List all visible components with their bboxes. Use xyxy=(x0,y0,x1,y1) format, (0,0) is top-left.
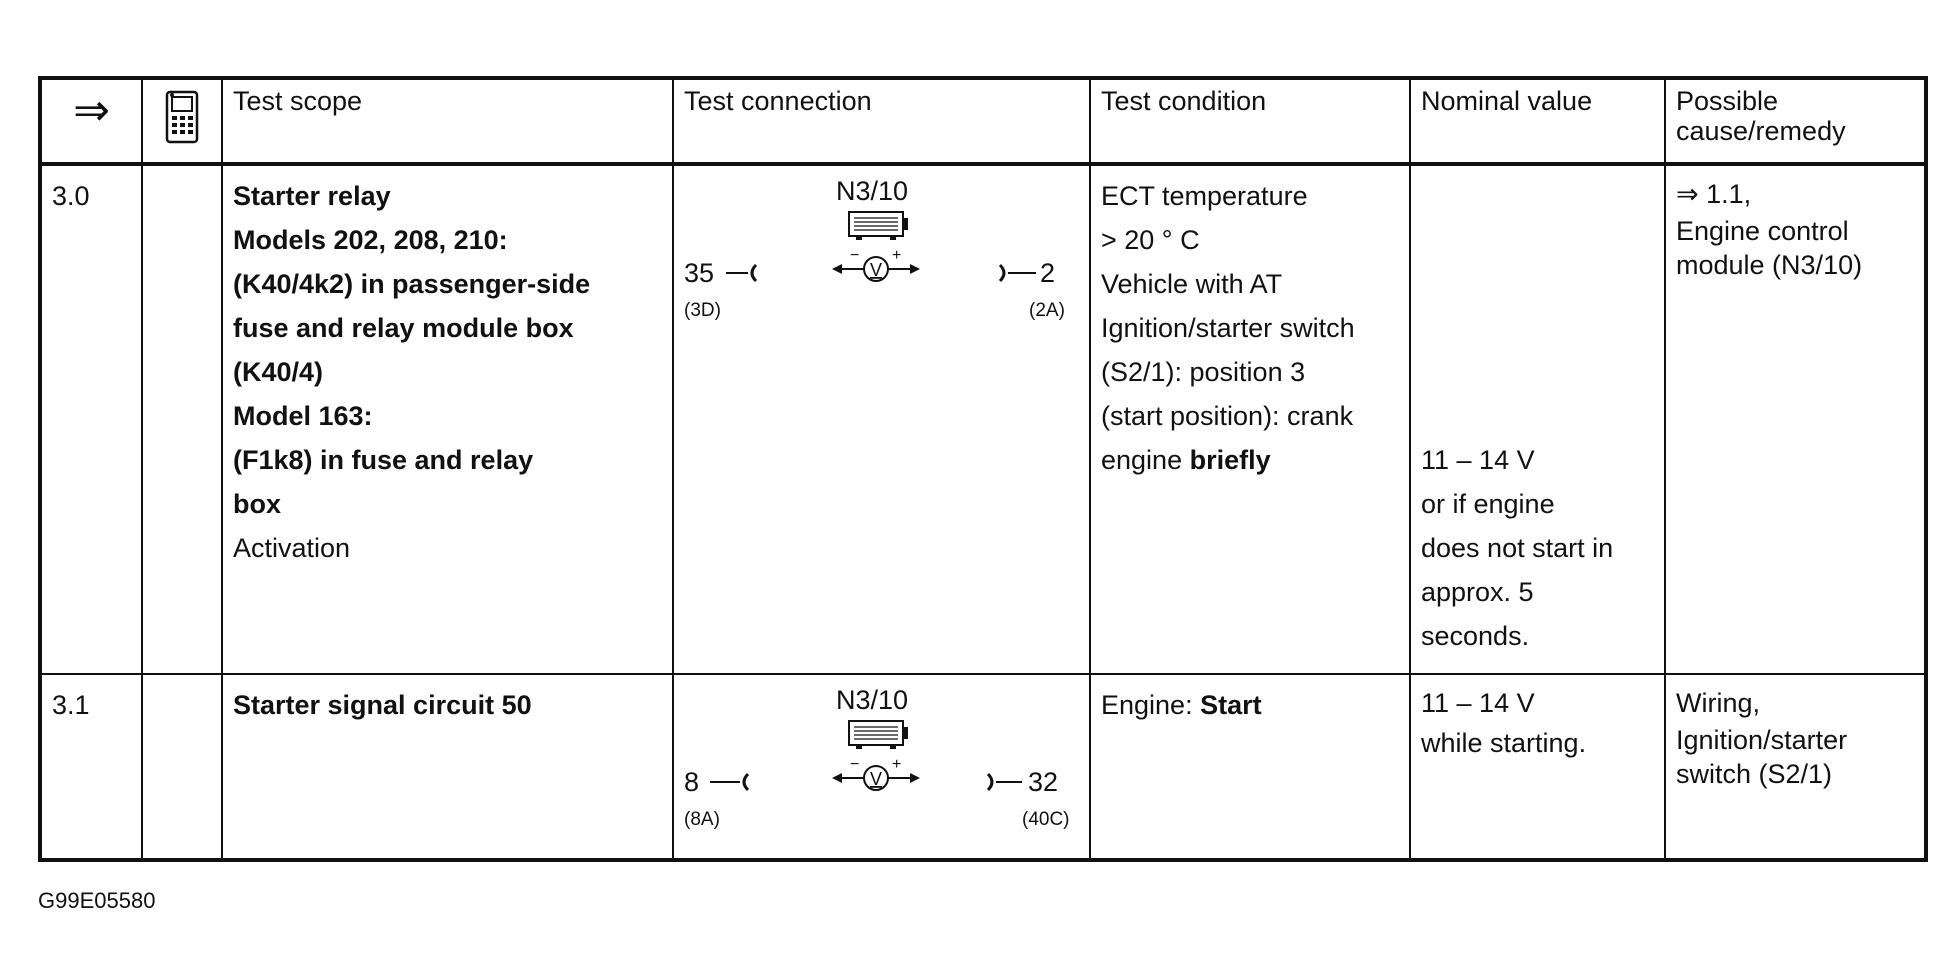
table-row: 3.0 Starter relay Models 202, 208, 210: … xyxy=(39,163,1927,675)
nominal-line: seconds. xyxy=(1421,621,1530,651)
right-pin-sub: (2A) xyxy=(1029,300,1065,321)
connection-diagram: N3/10 V xyxy=(684,683,1079,843)
nominal-line: does not start in xyxy=(1421,533,1614,563)
connection-diagram: N3/10 xyxy=(684,174,1079,334)
condition-text: Engine: xyxy=(1101,690,1201,720)
right-connector-icon xyxy=(986,772,1022,792)
nominal-line: 11 – 14 V xyxy=(1421,445,1535,475)
condition-line: engine briefly xyxy=(1101,438,1399,482)
document-id: G99E05580 xyxy=(38,888,156,913)
test-scope-cell: Starter signal circuit 50 xyxy=(221,673,674,861)
nominal-value-cell: 11 – 14 V while starting. xyxy=(1409,673,1666,861)
cause-line: switch (S2/1) xyxy=(1676,759,1833,789)
header-tester-cell xyxy=(141,77,223,166)
condition-line: Engine: Start xyxy=(1101,683,1399,727)
nominal-line: while starting. xyxy=(1421,728,1587,758)
module-label: N3/10 xyxy=(836,685,909,715)
left-pin-label: 8 xyxy=(684,767,700,797)
scope-line: Starter relay xyxy=(233,181,391,211)
svg-text:V: V xyxy=(870,260,882,280)
cause-line: Ignition/starter xyxy=(1676,725,1848,755)
scope-line: Starter signal circuit 50 xyxy=(233,690,532,720)
left-pin-label: 35 xyxy=(684,258,715,288)
arrow-icon: ⇒ xyxy=(73,86,110,135)
cause-line: module (N3/10) xyxy=(1676,250,1863,280)
scope-line: fuse and relay module box xyxy=(233,313,574,343)
voltmeter-icon: V − + xyxy=(832,247,920,282)
left-connector-icon xyxy=(726,263,758,283)
condition-emphasis: Start xyxy=(1200,690,1262,720)
condition-line: (start position): crank xyxy=(1101,401,1354,431)
possible-cause-cell: Wiring, Ignition/starter switch (S2/1) xyxy=(1664,673,1927,861)
nominal-line: 11 – 14 V xyxy=(1421,688,1535,718)
module-label: N3/10 xyxy=(836,176,909,206)
right-connector-icon xyxy=(998,263,1036,283)
condition-line: Vehicle with AT xyxy=(1101,269,1283,299)
header-possible-cause-line: Possible xyxy=(1676,86,1779,116)
test-condition-cell: Engine: Start xyxy=(1089,673,1411,861)
svg-text:+: + xyxy=(892,756,901,773)
cause-line: Wiring, xyxy=(1676,688,1761,718)
scope-line: Activation xyxy=(233,533,351,563)
test-connection-cell: N3/10 V xyxy=(672,673,1091,861)
header-possible-cause: Possible cause/remedy xyxy=(1664,77,1927,166)
scope-line: Model 163: xyxy=(233,401,373,431)
svg-text:+: + xyxy=(892,247,901,264)
test-condition-cell: ECT temperature > 20 ° C Vehicle with AT… xyxy=(1089,163,1411,675)
spacer xyxy=(1421,174,1654,262)
spacer xyxy=(1421,262,1654,350)
right-pin-label: 2 xyxy=(1040,258,1056,288)
svg-text:−: − xyxy=(850,756,859,773)
cause-line: Engine control xyxy=(1676,216,1849,246)
connection-diagram-graphic: V − + xyxy=(710,720,1022,792)
spacer xyxy=(1421,350,1654,438)
tester-cell xyxy=(141,673,223,861)
scope-line: Models 202, 208, 210: xyxy=(233,225,508,255)
svg-text:V: V xyxy=(870,769,882,789)
scope-line: (F1k8) in fuse and relay xyxy=(233,445,534,475)
left-pin-sub: (3D) xyxy=(684,300,721,321)
module-box-icon xyxy=(848,720,908,749)
tester-device-icon xyxy=(153,86,211,144)
condition-line: ECT temperature xyxy=(1101,181,1308,211)
header-row: ⇒ Test scope Test connection Test condit… xyxy=(39,77,1927,166)
nominal-line: or if engine xyxy=(1421,489,1555,519)
left-pin-sub: (8A) xyxy=(684,809,720,830)
connection-diagram-graphic: V − + xyxy=(726,211,1036,283)
header-nominal-value: Nominal value xyxy=(1409,77,1666,166)
nominal-value-cell: 11 – 14 V or if engine does not start in… xyxy=(1409,163,1666,675)
test-table: ⇒ Test scope Test connection Test condit… xyxy=(38,76,1928,862)
condition-emphasis: briefly xyxy=(1189,445,1271,475)
svg-text:−: − xyxy=(850,247,859,264)
table-row: 3.1 Starter signal circuit 50 N3/10 xyxy=(39,673,1927,861)
test-scope-cell: Starter relay Models 202, 208, 210: (K40… xyxy=(221,163,674,675)
cause-line: ⇒ 1.1, xyxy=(1676,179,1752,209)
header-test-connection: Test connection xyxy=(672,77,1091,166)
header-arrow-cell: ⇒ xyxy=(39,77,143,166)
right-pin-sub: (40C) xyxy=(1022,809,1070,830)
step-number: 3.0 xyxy=(39,163,143,675)
condition-line: Ignition/starter switch xyxy=(1101,313,1355,343)
scope-line: (K40/4) xyxy=(233,357,324,387)
header-test-condition: Test condition xyxy=(1089,77,1411,166)
condition-text: engine xyxy=(1101,445,1190,475)
left-connector-icon xyxy=(710,772,750,792)
condition-line: > 20 ° C xyxy=(1101,225,1200,255)
right-pin-label: 32 xyxy=(1028,767,1059,797)
voltmeter-icon: V − + xyxy=(832,756,920,791)
nominal-line: approx. 5 xyxy=(1421,577,1534,607)
module-box-icon xyxy=(848,211,908,240)
condition-line: (S2/1): position 3 xyxy=(1101,357,1306,387)
step-number: 3.1 xyxy=(39,673,143,861)
scope-line: (K40/4k2) in passenger-side xyxy=(233,269,591,299)
possible-cause-cell: ⇒ 1.1, Engine control module (N3/10) xyxy=(1664,163,1927,675)
header-test-scope: Test scope xyxy=(221,77,674,166)
scope-line: box xyxy=(233,489,282,519)
test-table-sheet: ⇒ Test scope Test connection Test condit… xyxy=(38,76,1928,862)
tester-cell xyxy=(141,163,223,675)
header-possible-cause-line: cause/remedy xyxy=(1676,116,1846,146)
test-connection-cell: N3/10 xyxy=(672,163,1091,675)
